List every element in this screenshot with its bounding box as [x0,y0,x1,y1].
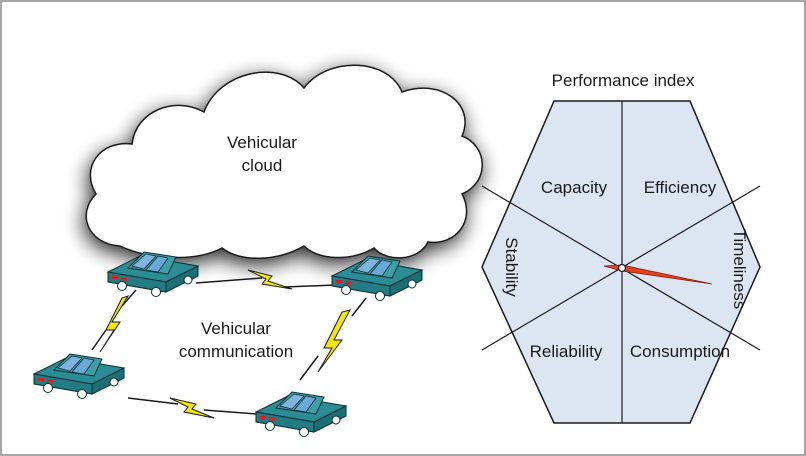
performance-hexagon [481,100,761,424]
car-icon [33,353,125,399]
cloud-label-line1: Vehicular [227,133,297,152]
link-line-left-bottom [91,329,107,351]
needle-icon [603,263,713,285]
cloud-icon [85,64,483,259]
segment-consumption: Consumption [630,342,730,361]
communication-label-line2: communication [179,342,293,361]
lightning-icon [99,269,351,419]
segment-reliability: Reliability [530,342,603,361]
communication-label-line1: Vehicular [201,319,271,338]
segment-stability: Stability [502,237,521,297]
segment-efficiency: Efficiency [644,178,717,197]
car-icon [331,255,423,301]
link-line-right-bottom [299,355,319,381]
segment-capacity: Capacity [541,178,608,197]
cloud-label-line2: cloud [242,156,283,175]
car-icon [107,251,199,297]
link-line-bottom-right [203,409,257,415]
car-icon [255,391,347,437]
link-line-top-left [195,277,263,284]
link-line-right-top [351,297,367,317]
performance-index-title: Performance index [552,71,695,90]
link-line-top-right [283,284,337,288]
link-line-left-top [121,289,137,307]
link-line-bottom-left [127,397,179,405]
communication-links [91,277,367,415]
segment-timeliness: Timeliness [730,229,749,310]
